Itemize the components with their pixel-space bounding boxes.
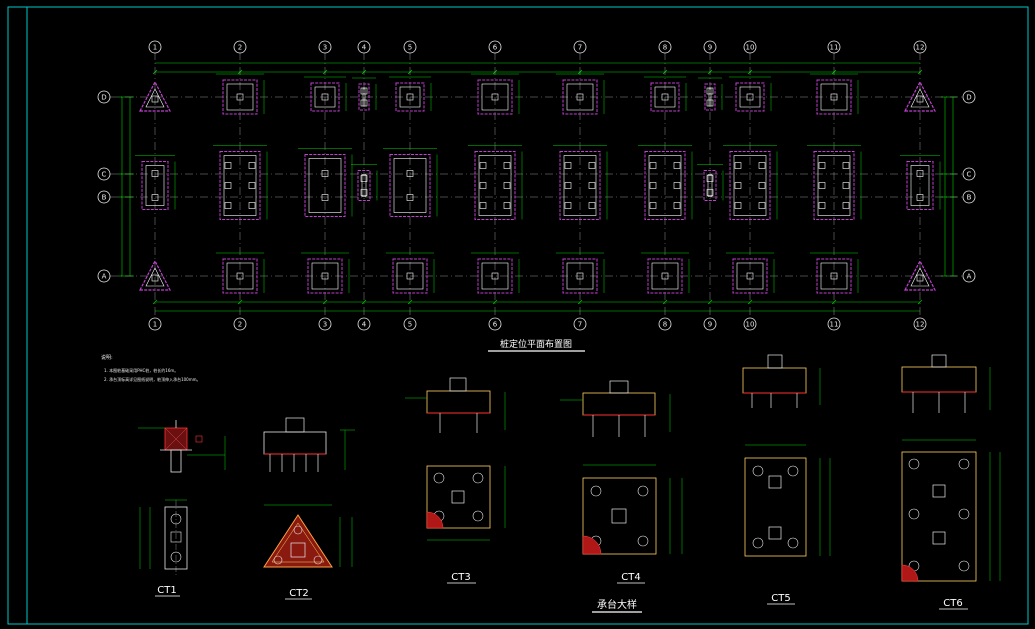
detail-ct3: CT3 (405, 377, 506, 584)
svg-text:4: 4 (362, 321, 367, 329)
ct6-label: CT6 (943, 598, 962, 609)
ct5-plan (744, 444, 831, 557)
svg-text:10: 10 (746, 44, 755, 52)
detail-ct1: CT1 (138, 420, 226, 597)
svg-text:2: 2 (238, 321, 242, 329)
ct1-plan (139, 499, 188, 575)
svg-text:8: 8 (663, 321, 667, 329)
ct4-plan (582, 464, 683, 555)
ct3-section (405, 377, 506, 433)
svg-text:C: C (102, 171, 107, 179)
svg-text:3: 3 (323, 44, 327, 52)
svg-text:7: 7 (578, 44, 582, 52)
plan-title: 桩定位平面布置图 (500, 338, 572, 350)
ct4-section (560, 380, 671, 437)
svg-text:9: 9 (708, 44, 712, 52)
ct2-plan (263, 504, 353, 568)
svg-text:4: 4 (362, 44, 367, 52)
ct1-section (138, 420, 226, 473)
notes-heading: 说明: (101, 354, 113, 361)
ct1-label: CT1 (157, 585, 176, 596)
svg-text:D: D (966, 94, 971, 102)
svg-text:D: D (101, 94, 106, 102)
ct4-label: CT4 (621, 572, 640, 583)
svg-text:9: 9 (708, 321, 712, 329)
ct5-section (742, 354, 821, 408)
notes-line-2: 2. 承台顶标高详见图纸说明，桩顶伸入承台100mm。 (104, 376, 201, 382)
plan-dimension-lines (118, 62, 957, 312)
svg-text:2: 2 (238, 44, 242, 52)
ct2-section (263, 417, 355, 472)
svg-text:5: 5 (408, 321, 412, 329)
detail-ct6: CT6 (901, 354, 1001, 610)
notes-line-1: 1. 本图桩基础采用PHC桩，桩长约16m。 (104, 367, 178, 373)
outer-frame (7, 6, 1029, 625)
svg-text:5: 5 (408, 44, 412, 52)
svg-text:1: 1 (153, 44, 157, 52)
ct3-plan (426, 465, 506, 541)
svg-text:10: 10 (746, 321, 755, 329)
svg-text:A: A (967, 273, 972, 281)
svg-text:6: 6 (493, 321, 498, 329)
detail-ct4: CT4 (560, 380, 683, 584)
svg-text:8: 8 (663, 44, 667, 52)
svg-text:7: 7 (578, 321, 582, 329)
svg-text:6: 6 (493, 44, 498, 52)
svg-text:11: 11 (830, 44, 839, 52)
ct6-plan (901, 439, 1001, 582)
svg-text:B: B (967, 194, 972, 202)
detail-ct2: CT2 (263, 417, 355, 600)
ct3-label: CT3 (451, 572, 470, 583)
details-title: 承台大样 (597, 598, 637, 611)
svg-text:12: 12 (916, 44, 925, 52)
svg-text:11: 11 (830, 321, 839, 329)
plan-pile-caps (135, 73, 941, 294)
ct5-label: CT5 (771, 593, 790, 604)
plan-axis-grid (110, 52, 965, 318)
svg-text:C: C (967, 171, 972, 179)
svg-text:12: 12 (916, 321, 925, 329)
svg-text:1: 1 (153, 321, 157, 329)
detail-ct5: CT5 (742, 354, 831, 605)
ct6-section (901, 354, 991, 413)
ct2-label: CT2 (289, 588, 308, 599)
svg-text:A: A (102, 273, 107, 281)
svg-text:3: 3 (323, 321, 327, 329)
svg-text:B: B (102, 194, 107, 202)
